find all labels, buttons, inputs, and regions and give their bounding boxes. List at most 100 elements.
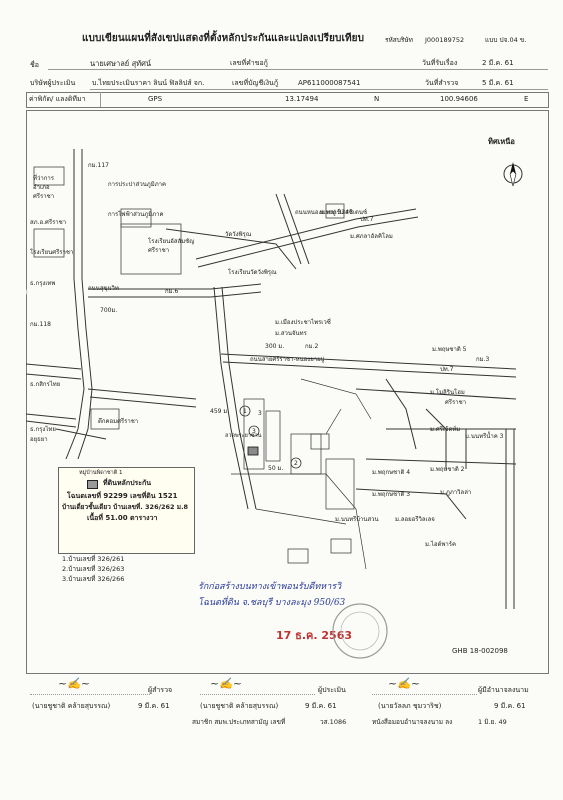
proxy-date: 1 มิ.ย. 49: [478, 718, 507, 726]
map-label-kasikorn: ธ.กสิกรไทย: [30, 381, 61, 388]
map-legend: หมู่บ้านพิดาชาติ 1 ที่ดินหลักประกัน โฉนด…: [58, 467, 195, 554]
map-label-nongyai-road: ถนนหนองยายบู่ 3241: [295, 209, 353, 216]
map-label-km6: กม.6: [165, 288, 179, 295]
map-label-wat: วัดวังพิรุณ: [225, 231, 252, 238]
map-label-pruksachat5: ม.พฤษชาติ 5: [432, 346, 467, 353]
map-label-loyri: ม.ลอยอรีวิลเลจ: [395, 516, 435, 523]
member-number: วส.1086: [320, 718, 347, 726]
block-district-office: [33, 166, 65, 186]
gps-lat: 13.17494: [285, 95, 319, 103]
appraiser-role: ผู้ประเมิน: [318, 686, 346, 694]
handwritten-note-1: รักก่อสร้างบนทางเข้าพอนรับดีทหารวิ: [198, 582, 342, 592]
comparison-3-marker: [248, 425, 260, 437]
comparison-2: 2.บ้านเลขที่ 326/263: [62, 565, 125, 573]
map-label-hyde-park: ม.ไฮด์พาร์ค: [425, 541, 456, 548]
surveyor-name: (นายชูชาติ คล้ายสุบรรณ): [32, 702, 111, 710]
map-label-300m: 300 ม.: [265, 343, 285, 350]
map-label-km3: กม.3: [476, 356, 490, 363]
appraiser-sign-line: [200, 694, 315, 695]
housing-estate: [231, 378, 372, 570]
map-label-muban3: ม.ศภลาอัลคิโลม: [350, 233, 393, 240]
gps-lon: 100.94606: [440, 95, 478, 103]
comparison-1-marker: [239, 405, 251, 417]
document-title: แบบเขียนแผนที่สังเขปแสดงที่ตั้งหลักประกั…: [82, 33, 365, 44]
map-label-road7: ปท.7: [440, 366, 454, 373]
comparison-3-label: 3: [252, 428, 256, 435]
request-date: 2 มี.ค. 61: [482, 59, 514, 67]
surveyor-sign-line: [30, 694, 150, 695]
map-label-pruksachat4: ม.พฤกษชาติ 4: [372, 469, 411, 476]
request-date-label: วันที่รับเรื่อง: [422, 59, 458, 67]
appraiser-label: บริษัทผู้ประเมิน: [30, 79, 76, 87]
handwritten-note-2: โฉนดที่ดิน จ.ชลบุรี บางละมุง 950/63: [198, 598, 346, 608]
appraiser-date: 9 มี.ค. 61: [305, 702, 337, 710]
legend-collateral-label: ที่ดินหลักประกัน: [103, 479, 152, 487]
collateral-plot-marker: [247, 446, 259, 456]
comparison-3: 3.บ้านเลขที่ 326/266: [62, 575, 125, 583]
map-label-pruksachat2: ม.พฤษชาติ 2: [430, 466, 465, 473]
map-label-police: สภ.อ.ศรีราชา: [30, 219, 67, 226]
map-label-school: โรงเรียนอัสสัมชัญศรีราชา: [148, 238, 195, 254]
comparison-2-label: 2: [294, 460, 298, 467]
map-label-pole: ลวดพระยาซาน: [225, 433, 262, 439]
gps-type: GPS: [148, 95, 163, 103]
owner-label: ชื่อ: [30, 61, 39, 69]
gps-lon-dir: E: [524, 95, 529, 103]
map-label-50m: 50 ม.: [268, 465, 284, 472]
map-label-muang-privacy: ม.เมืองประชาไพรเวซี่: [275, 319, 331, 326]
location-map: [26, 149, 523, 609]
map-label-sriracha-road: ถนนสายศรีราชา-หนองยายบู่: [250, 356, 325, 363]
comparison-2-marker: [290, 457, 302, 469]
map-label-km2: กม.2: [305, 343, 319, 350]
map-label-monlirin: ม.โมลิรินโฮม: [430, 389, 465, 396]
ghb-reference: GHB 18-002098: [452, 647, 508, 655]
map-label-nonsri-garden: ม.นนทรีบ้านสวน: [335, 516, 379, 523]
gps-lat-dir: N: [374, 95, 380, 103]
north-label: ทิศเหนือ: [488, 137, 515, 146]
map-label-700m: 700ม.: [100, 307, 118, 314]
gps-row: [26, 92, 549, 108]
map-label-km117: กม.117: [88, 162, 109, 169]
map-label-krungthai: ธ.กรุงไทย: [30, 426, 56, 433]
appraiser-name: (นายชูชาติ คล้ายสุบรรณ): [200, 702, 279, 710]
map-label-sukhumvit: ถนนสุขุมวิท: [88, 285, 119, 292]
map-label-district-office: ที่ว่าการอำเภอศรีราชา: [33, 175, 55, 200]
map-label-plot-3: 3: [258, 410, 262, 417]
map-frame: [26, 110, 549, 674]
approver-signature-icon: ~✍~: [388, 677, 421, 690]
proxy-label: หนังสือมอบอำนาจลงนาม ลง: [372, 718, 453, 726]
borrower-label: เลขที่คำขอกู้: [230, 59, 268, 67]
owner-name: นายเศษาลย์ สุทัศน์: [90, 59, 151, 68]
map-label-teuk-com: ตึกคอมศรีราชา: [98, 418, 139, 425]
form-number: แบบ ปจ.04 ข.: [485, 36, 527, 44]
legend-collateral-swatch: [87, 480, 98, 489]
account-label: เลขที่บัญชีเงินกู้: [232, 79, 279, 87]
map-label-sriracha-school: โรงเรียนศรีราชา: [30, 249, 74, 256]
legend-deed: โฉนดเลขที่ 92299 เลขที่ดิน 1521: [67, 492, 178, 500]
comparison-1: 1.บ้านเลขที่ 326/261: [62, 555, 125, 563]
account-number: AP611000087541: [298, 79, 361, 87]
approver-date: 9 มี.ค. 61: [494, 702, 526, 710]
header-rule-2: [90, 89, 548, 90]
surveyor-date: 9 มี.ค. 61: [138, 702, 170, 710]
company-code-label: รหัสบริษัท: [385, 36, 413, 44]
map-label-ayudhya: อยุธยา: [30, 436, 48, 443]
approver-sign-line: [372, 694, 477, 695]
map-label-pruksachat3: ม.พฤกษชาติ 3: [372, 491, 411, 498]
surveyor-signature-icon: ~✍~: [58, 677, 91, 690]
map-label-km118: กม.118: [30, 321, 51, 328]
seal-stamp-icon: [332, 603, 388, 659]
legend-house: บ้านเดี่ยวชั้นเดียว บ้านเลขที่. 326/262 …: [62, 503, 189, 511]
gps-divider: [100, 92, 101, 107]
legend-caption: หมู่บ้านพิดาชาติ 1: [79, 470, 123, 476]
map-label-pea: การไฟฟ้าส่วนภูมิภาค: [108, 211, 164, 218]
sukhumvit-road-left: [65, 149, 85, 460]
map-label-residence: ม.พรกร์เรสซิเดนซ์: [320, 209, 368, 216]
company-code: J000189752: [425, 36, 465, 44]
map-label-459m: 459 ม.: [210, 408, 230, 415]
map-label-sricheet: ม.ศรีเจ้ดท์ม: [430, 426, 461, 433]
map-label-suan-chan: ม.สวนจันทร: [275, 330, 307, 337]
map-label-nonsri-nam: ม.นนทรีน้ำค 3: [465, 433, 504, 440]
member-label: สมาชิก สมพ.ประเภทสามัญ เลขที่: [192, 718, 286, 726]
